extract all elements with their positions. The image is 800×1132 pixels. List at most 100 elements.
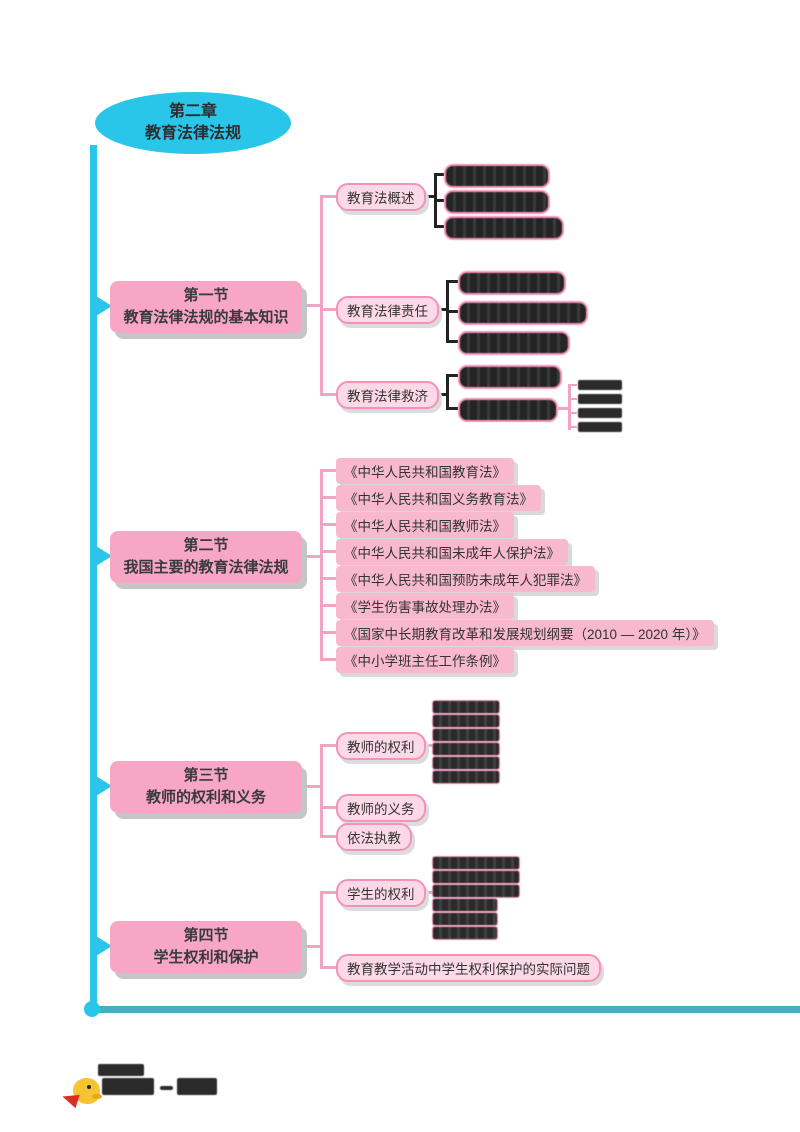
- section-3-box: 第三节 教师的权利和义务: [110, 761, 302, 813]
- redacted-brand-dash: [160, 1086, 173, 1090]
- connector-line: [320, 835, 338, 838]
- chick-wing-icon: [92, 1094, 102, 1099]
- connector-line: [320, 195, 338, 198]
- connector-line: [320, 393, 338, 396]
- connector-line: [568, 426, 577, 428]
- redacted-brand-text: [177, 1078, 217, 1095]
- connector-line: [568, 412, 577, 414]
- redacted-brand-text: [98, 1064, 144, 1076]
- chick-mascot-icon: [73, 1078, 100, 1104]
- node-label: 学生的权利: [347, 887, 415, 902]
- connector-line: [434, 173, 444, 176]
- redacted-item: [432, 870, 520, 884]
- node-education-legal-remedy: 教育法律救济: [336, 381, 439, 409]
- connector-line: [302, 304, 322, 307]
- connector-line: [302, 785, 322, 788]
- node-teacher-rights: 教师的权利: [336, 732, 426, 760]
- connector-line: [446, 374, 449, 410]
- redacted-item: [432, 770, 500, 784]
- connector-line: [320, 195, 323, 396]
- arrow-icon: [96, 546, 112, 566]
- connector-line: [434, 225, 444, 228]
- redacted-item: [432, 884, 520, 898]
- connector-line: [320, 891, 323, 969]
- spine-line: [90, 145, 97, 1012]
- redacted-brand-text: [102, 1078, 154, 1095]
- redacted-item: [432, 926, 498, 940]
- section-1-box: 第一节 教育法律法规的基本知识: [110, 281, 302, 333]
- connector-line: [446, 280, 458, 283]
- section-2-box: 第二节 我国主要的教育法律法规: [110, 531, 302, 583]
- law-label: 《国家中长期教育改革和发展规划纲要（2010 — 2020 年）》: [344, 627, 706, 642]
- redacted-item: [432, 756, 500, 770]
- node-education-legal-liability: 教育法律责任: [336, 296, 439, 324]
- connector-line: [320, 308, 338, 311]
- connector-line: [438, 308, 448, 311]
- law-item: 《中华人民共和国义务教育法》: [336, 485, 541, 511]
- section-1-title: 第一节: [183, 287, 229, 305]
- connector-line: [320, 577, 338, 580]
- node-student-rights-practical-issues: 教育教学活动中学生权利保护的实际问题: [336, 954, 601, 982]
- section-2-subtitle: 我国主要的教育法律法规: [123, 559, 289, 576]
- spine-end-dot: [84, 1001, 100, 1017]
- redacted-item: [578, 380, 622, 390]
- law-label: 《中华人民共和国教师法》: [344, 519, 506, 534]
- connector-line: [568, 384, 571, 430]
- section-3-title: 第三节: [183, 767, 229, 785]
- law-item: 《中华人民共和国预防未成年人犯罪法》: [336, 566, 595, 592]
- arrow-icon: [96, 936, 112, 956]
- node-education-law-overview: 教育法概述: [336, 183, 426, 211]
- law-item: 《中华人民共和国未成年人保护法》: [336, 539, 568, 565]
- connector-line: [446, 407, 458, 410]
- node-label: 教育教学活动中学生权利保护的实际问题: [347, 962, 590, 977]
- redacted-item: [432, 856, 520, 870]
- connector-line: [438, 393, 448, 396]
- node-label: 教育法概述: [347, 191, 415, 206]
- chick-eye-icon: [87, 1085, 91, 1089]
- connector-line: [320, 469, 323, 660]
- redacted-item: [444, 190, 550, 214]
- redacted-item: [578, 394, 622, 404]
- connector-line: [320, 966, 338, 969]
- node-label: 教育法律救济: [347, 389, 428, 404]
- connector-line: [302, 945, 322, 948]
- redacted-item: [458, 271, 566, 295]
- redacted-item: [458, 398, 558, 422]
- connector-line: [320, 523, 338, 526]
- arrow-icon: [96, 296, 112, 316]
- section-3-subtitle: 教师的权利和义务: [145, 789, 266, 806]
- section-2-title: 第二节: [183, 537, 229, 555]
- redacted-item: [444, 164, 550, 188]
- bottom-rule: [98, 1006, 800, 1013]
- connector-line: [558, 407, 570, 410]
- connector-line: [446, 340, 458, 343]
- connector-line: [320, 550, 338, 553]
- redacted-item: [432, 912, 498, 926]
- redacted-item: [458, 331, 570, 355]
- section-4-subtitle: 学生权利和保护: [153, 949, 259, 966]
- redacted-item: [578, 422, 622, 432]
- redacted-item: [458, 301, 588, 325]
- connector-line: [421, 891, 433, 894]
- connector-line: [320, 469, 338, 472]
- law-label: 《中华人民共和国预防未成年人犯罪法》: [344, 573, 587, 588]
- law-label: 《中华人民共和国未成年人保护法》: [344, 546, 560, 561]
- connector-line: [568, 398, 577, 400]
- connector-line: [320, 496, 338, 499]
- redacted-item: [458, 365, 562, 389]
- connector-line: [302, 555, 322, 558]
- node-label: 教师的义务: [347, 802, 415, 817]
- root-node: 第二章 教育法律法规: [95, 92, 291, 154]
- connector-line: [446, 310, 458, 313]
- law-item: 《国家中长期教育改革和发展规划纲要（2010 — 2020 年）》: [336, 620, 714, 646]
- node-student-rights: 学生的权利: [336, 879, 426, 907]
- redacted-item: [432, 700, 500, 714]
- connector-line: [425, 195, 436, 198]
- law-item: 《中小学班主任工作条例》: [336, 647, 514, 673]
- redacted-item: [432, 714, 500, 728]
- redacted-item: [432, 742, 500, 756]
- node-label: 教师的权利: [347, 740, 415, 755]
- root-line2: 教育法律法规: [144, 125, 241, 142]
- law-label: 《中华人民共和国教育法》: [344, 465, 506, 480]
- node-teach-by-law: 依法执教: [336, 823, 412, 851]
